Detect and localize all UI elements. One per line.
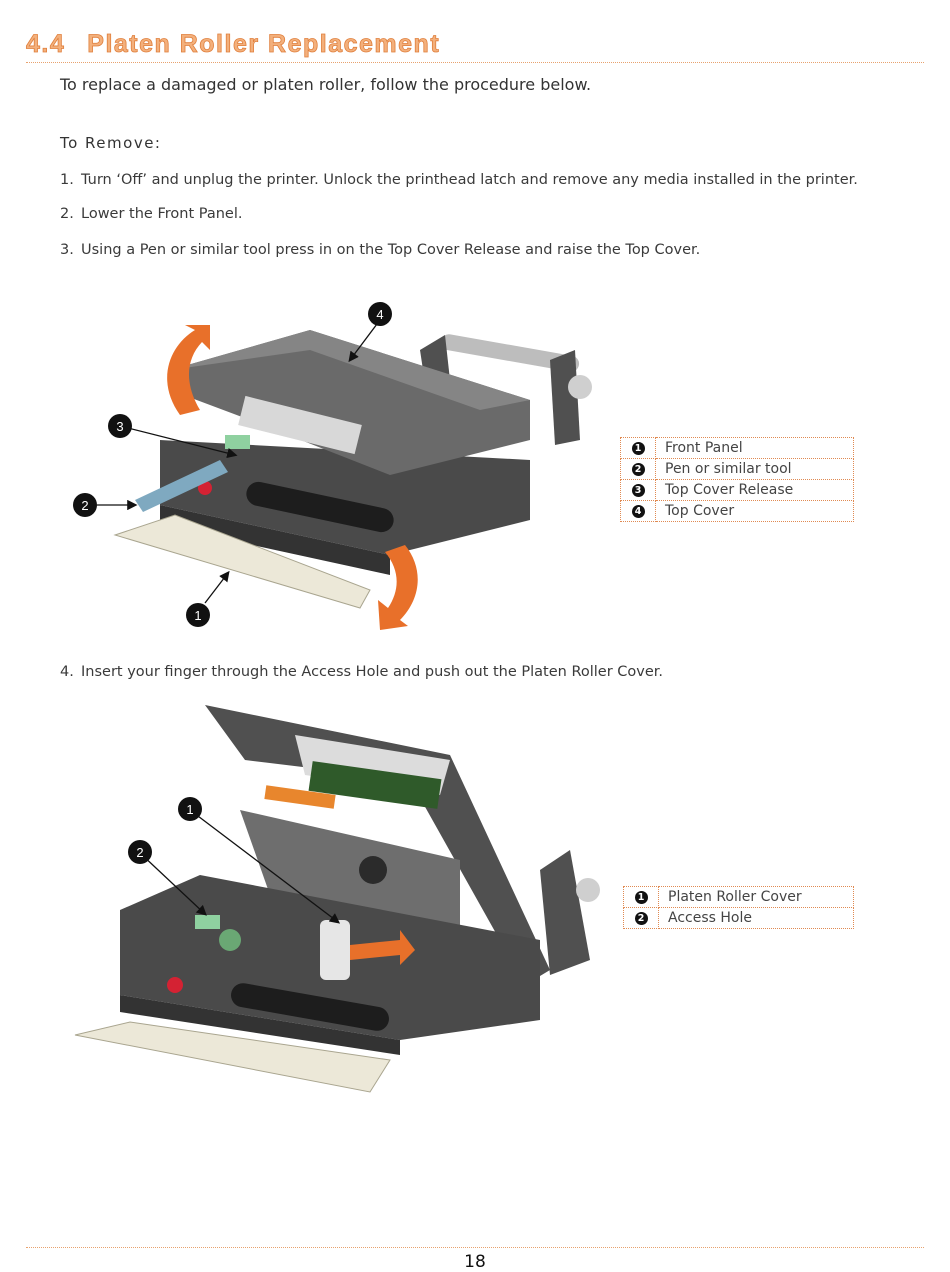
step-1: 1. Turn ‘Off’ and unplug the printer. Unl… [60, 172, 858, 188]
step-number: 1. [60, 172, 74, 188]
step-text: Insert your finger through the Access Ho… [81, 664, 664, 680]
step-text: Using a Pen or similar tool press in on … [81, 242, 701, 258]
platen-roller [231, 983, 389, 1031]
step-4: 4. Insert your finger through the Access … [60, 664, 663, 680]
callout-3: 3 [108, 414, 132, 438]
step-number: 2. [60, 206, 74, 222]
step-number: 4. [60, 664, 74, 680]
legend-row: 1 Front Panel [620, 437, 854, 459]
power-button [198, 481, 212, 495]
top-cover [170, 330, 530, 475]
svg-text:4: 4 [376, 307, 383, 322]
push-arrow [350, 930, 415, 965]
front-panel [74, 1021, 391, 1093]
lower-arrow [378, 545, 418, 630]
legend-badge: 1 [634, 890, 648, 904]
figure-top-cover-open: 3 2 4 1 [73, 302, 592, 630]
printer-base [160, 440, 530, 555]
svg-text:1: 1 [194, 608, 201, 623]
intro-text: To replace a damaged or platen roller, f… [60, 75, 592, 94]
svg-text:3: 3 [116, 419, 123, 434]
legend-label: Top Cover [655, 500, 854, 522]
callout-1: 1 [186, 603, 210, 627]
legend-row: 3 Top Cover Release [620, 479, 854, 501]
section-heading: 4.4 Platen Roller Replacement [26, 30, 440, 59]
step-3: 3. Using a Pen or similar tool press in o… [60, 242, 700, 258]
legend-badge: 4 [631, 504, 645, 518]
pen-tool [135, 460, 228, 512]
step-2: 2. Lower the Front Panel. [60, 206, 242, 222]
callout-2: 2 [128, 840, 152, 864]
footer-rule [26, 1247, 924, 1248]
legend-label: Platen Roller Cover [658, 886, 854, 908]
section-number: 4.4 [26, 30, 66, 59]
raise-arrow [167, 325, 210, 415]
fan [359, 856, 387, 884]
roll-holder-bar [440, 334, 580, 372]
legend-label: Top Cover Release [655, 479, 854, 501]
svg-text:1: 1 [186, 802, 193, 817]
section-title: Platen Roller Replacement [87, 30, 441, 59]
heading-rule [26, 62, 924, 63]
svg-text:2: 2 [136, 845, 143, 860]
power-button [167, 977, 183, 993]
platen-roller [246, 481, 394, 533]
legend-row: 2 Access Hole [623, 907, 854, 929]
front-panel [113, 514, 371, 609]
svg-text:2: 2 [81, 498, 88, 513]
legend-badge: 1 [631, 441, 645, 455]
figure-platen-roller-cover: 1 2 [74, 705, 600, 1093]
page-number: 18 [464, 1252, 486, 1272]
legend-label: Front Panel [655, 437, 854, 459]
legend-row: 4 Top Cover [620, 500, 854, 522]
callout-2: 2 [73, 493, 97, 517]
subheading-remove: To Remove: [60, 134, 162, 152]
legend-badge: 2 [634, 911, 648, 925]
legend-badge: 3 [631, 483, 645, 497]
platen-roller-cover [320, 920, 350, 980]
callout-1: 1 [178, 797, 202, 821]
legend-figure-2: 1 Platen Roller Cover 2 Access Hole [623, 886, 854, 929]
access-hole [195, 915, 220, 929]
cover-release-button [225, 435, 250, 449]
step-text: Lower the Front Panel. [81, 206, 243, 222]
callout-4: 4 [368, 302, 392, 326]
step-text: Turn ‘Off’ and unplug the printer. Unloc… [81, 172, 858, 188]
step-number: 3. [60, 242, 74, 258]
legend-badge: 2 [631, 462, 645, 476]
legend-label: Pen or similar tool [655, 458, 854, 480]
legend-label: Access Hole [658, 907, 854, 929]
printhead-board [308, 761, 442, 809]
legend-row: 2 Pen or similar tool [620, 458, 854, 480]
legend-row: 1 Platen Roller Cover [623, 886, 854, 908]
